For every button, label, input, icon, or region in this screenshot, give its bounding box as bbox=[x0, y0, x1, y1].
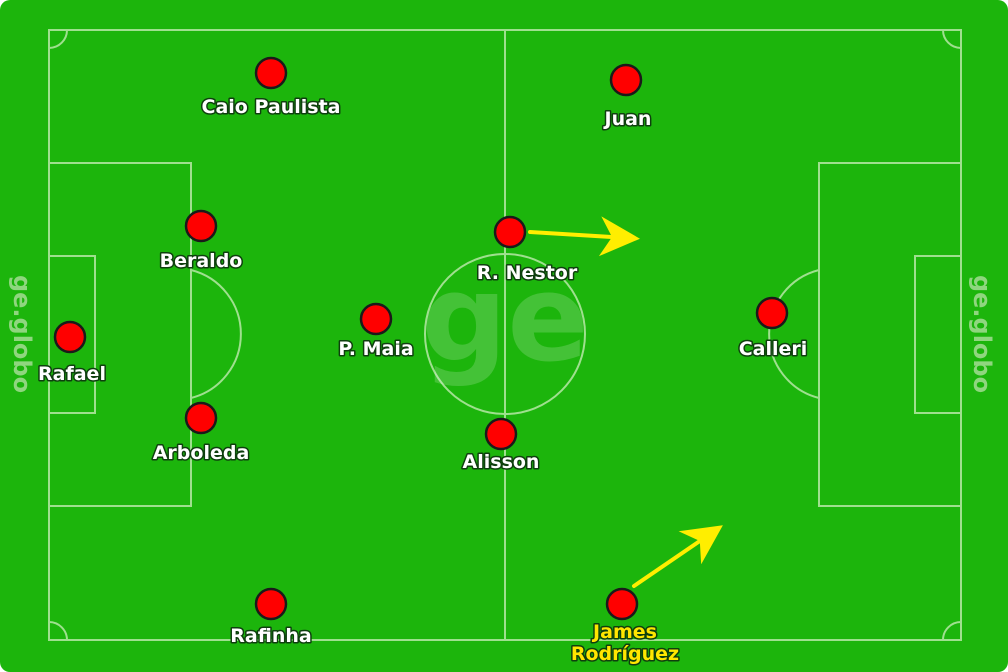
right-goal-area bbox=[914, 255, 962, 414]
player-label: Alisson bbox=[463, 451, 540, 473]
arrow-james-rodriguez bbox=[632, 525, 723, 588]
player-p-maia: P. Maia bbox=[337, 302, 415, 362]
player-marker bbox=[53, 320, 87, 354]
player-marker bbox=[254, 56, 288, 90]
player-arboleda: Arboleda bbox=[151, 401, 251, 466]
player-label: Beraldo bbox=[160, 250, 243, 272]
right-side-brand: ge.globo bbox=[968, 275, 996, 393]
right-penalty-arc bbox=[768, 269, 820, 399]
player-label: Rafael bbox=[38, 363, 106, 385]
player-marker bbox=[605, 587, 639, 621]
corner-arc-top-left bbox=[48, 29, 68, 49]
player-label: Caio Paulista bbox=[202, 96, 341, 118]
player-marker bbox=[359, 302, 393, 336]
player-marker bbox=[755, 296, 789, 330]
player-beraldo: Beraldo bbox=[158, 209, 244, 274]
player-marker bbox=[609, 63, 643, 97]
player-label-line: Alisson bbox=[463, 451, 540, 473]
player-rafael: Rafael bbox=[37, 320, 107, 387]
player-label: Juan bbox=[603, 108, 652, 130]
player-label-line: Caio Paulista bbox=[202, 96, 341, 118]
player-label-line: Beraldo bbox=[160, 250, 243, 272]
player-alisson: Alisson bbox=[461, 417, 541, 475]
player-marker bbox=[184, 401, 218, 435]
left-penalty-arc bbox=[190, 269, 242, 399]
center-circle bbox=[424, 253, 586, 415]
player-marker bbox=[493, 215, 527, 249]
player-label: P. Maia bbox=[338, 338, 413, 360]
left-side-brand: ge.globo bbox=[8, 275, 36, 393]
player-juan: Juan bbox=[601, 63, 653, 132]
corner-arc-bottom-right bbox=[942, 621, 962, 641]
player-caio-paulista: Caio Paulista bbox=[200, 56, 342, 120]
center-logo-watermark: ge bbox=[421, 250, 588, 389]
player-marker bbox=[484, 417, 518, 451]
player-r-nestor: R. Nestor bbox=[475, 215, 579, 286]
player-label-line: Juan bbox=[603, 108, 652, 130]
player-label-line: James bbox=[591, 621, 657, 643]
left-goal-area bbox=[48, 255, 96, 414]
player-label: Arboleda bbox=[153, 442, 250, 464]
player-label: Calleri bbox=[739, 338, 808, 360]
player-calleri: Calleri bbox=[737, 296, 809, 362]
player-label-line: R. Nestor bbox=[477, 262, 578, 284]
player-label-line: Calleri bbox=[739, 338, 808, 360]
player-rafinha: Rafinha bbox=[229, 587, 313, 649]
arrow-r-nestor bbox=[528, 216, 640, 257]
player-label-line: Arboleda bbox=[153, 442, 250, 464]
player-label-line: P. Maia bbox=[338, 338, 413, 360]
player-label-line: Rafinha bbox=[230, 625, 311, 647]
pitch-markings bbox=[48, 29, 962, 641]
corner-arc-bottom-left bbox=[48, 621, 68, 641]
corner-arc-top-right bbox=[942, 29, 962, 49]
player-label-line: Rodríguez bbox=[571, 643, 679, 665]
player-label-line: Rafael bbox=[38, 363, 106, 385]
player-marker bbox=[254, 587, 288, 621]
player-marker bbox=[184, 209, 218, 243]
movement-arrows bbox=[528, 216, 723, 588]
player-label: Rafinha bbox=[230, 625, 311, 647]
player-label: R. Nestor bbox=[477, 262, 578, 284]
